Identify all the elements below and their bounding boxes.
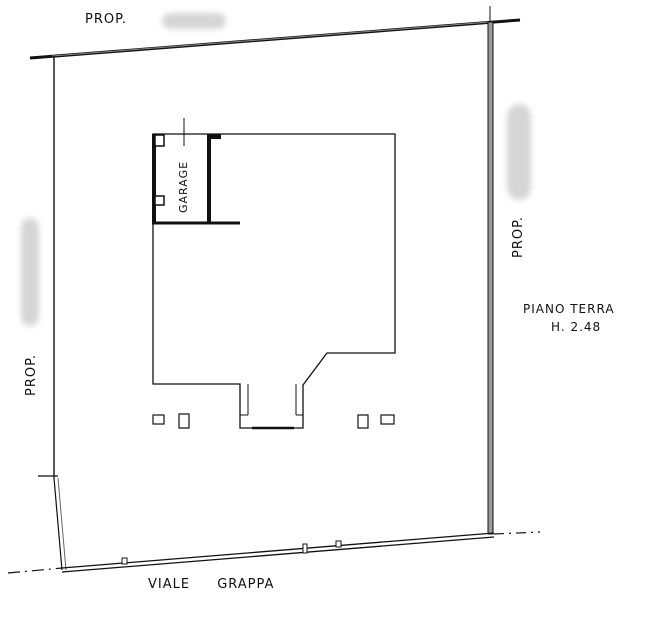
street-label: VIALE GRAPPA bbox=[148, 577, 275, 592]
redaction-top bbox=[162, 13, 226, 29]
garage-room bbox=[152, 118, 240, 225]
lot-boundary-bottom bbox=[7, 532, 495, 574]
lot-boundary-right bbox=[487, 6, 541, 535]
floor-title: PIANO TERRA bbox=[523, 302, 615, 316]
room-label-garage: GARAGE bbox=[177, 160, 190, 213]
redaction-right bbox=[507, 104, 531, 200]
house-footprint bbox=[152, 133, 396, 430]
neighbor-label-top: PROP. bbox=[85, 12, 128, 27]
neighbor-label-left: PROP. bbox=[24, 353, 39, 396]
neighbor-label-right: PROP. bbox=[511, 215, 526, 258]
lot-boundary-left bbox=[38, 56, 67, 571]
floor-height: H. 2.48 bbox=[551, 320, 602, 334]
redaction-left bbox=[21, 218, 39, 326]
pillars bbox=[152, 413, 395, 429]
lot-boundary-top bbox=[29, 18, 521, 60]
